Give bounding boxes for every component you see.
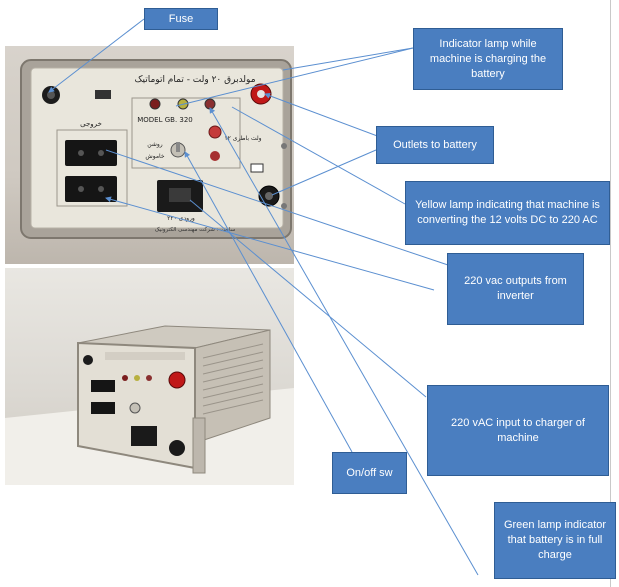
inner-frame [131, 97, 241, 169]
line-green-lamp [209, 107, 479, 576]
line-yellow-lamp [231, 106, 406, 205]
angle-socket-2 [91, 402, 115, 414]
callout-onoff-text: On/off sw [346, 466, 393, 479]
angle-red-terminal [168, 371, 186, 389]
warning-badge [208, 125, 222, 139]
output-socket-1 [65, 140, 117, 166]
model-text: MODEL GB. 320 [137, 116, 193, 124]
outputs-label: خروجی [80, 120, 102, 128]
callout-fuse-text: Fuse [168, 12, 194, 25]
callout-fuse: Fuse [144, 8, 218, 30]
line-indicator-2 [175, 47, 414, 107]
line-input [189, 199, 427, 398]
outputs-frame [56, 129, 128, 207]
minus-marker [250, 163, 264, 173]
device-angle-illustration [5, 325, 294, 485]
vent-slots [202, 343, 264, 415]
line-outputs-2 [105, 196, 435, 291]
angle-black-terminal [169, 440, 185, 456]
angle-input-socket [131, 426, 157, 446]
callout-220-input-text: 220 vAC input to charger of machine [451, 416, 585, 444]
callout-yellow-lamp: Yellow lamp indicating that machine is c… [405, 181, 610, 245]
toggle-lever [176, 142, 180, 152]
page-edge-line [610, 0, 611, 587]
small-red-lamp [210, 151, 220, 161]
device-angle-photo [5, 268, 294, 485]
on-label: روشن [147, 141, 162, 148]
charge-switch [95, 90, 111, 99]
line-outlets-black [271, 149, 377, 196]
line-indicator-1 [282, 47, 414, 71]
line-onoff [184, 151, 353, 453]
device-front-photo: مولدبرق ۲۰ ولت - تمام اتوماتیک MODEL GB.… [5, 46, 294, 264]
callout-indicator-lamp: Indicator lamp while machine is charging… [413, 28, 563, 90]
callout-yellow-lamp-text: Yellow lamp indicating that machine is c… [415, 199, 600, 226]
off-label: خاموش [145, 153, 164, 160]
callout-onoff: On/off sw [332, 452, 407, 494]
angle-fuse [83, 355, 93, 365]
callout-220-input: 220 vAC input to charger of machine [427, 385, 609, 476]
callout-220-outputs-text: 220 vac outputs from inverter [464, 275, 567, 302]
callout-outlets-battery: Outlets to battery [376, 126, 494, 164]
charging-lamp [149, 98, 161, 110]
callout-outlets-battery-text: Outlets to battery [393, 138, 477, 151]
line-fuse [48, 18, 145, 93]
mount-bracket [192, 417, 206, 474]
angle-toggle [129, 402, 141, 414]
callout-indicator-lamp-text: Indicator lamp while machine is charging… [429, 37, 547, 80]
line-outlets-red [264, 92, 381, 138]
angle-socket-1 [91, 380, 115, 392]
callout-green-lamp: Green lamp indicator that battery is in … [494, 502, 616, 579]
input-label: ورودی ۲۲۰ [167, 215, 195, 222]
angle-title-strip [105, 352, 185, 360]
callout-220-outputs: 220 vac outputs from inverter [447, 253, 584, 325]
volts-label: ۱۲ ولت باطری [224, 135, 261, 142]
device-front-illustration: مولدبرق ۲۰ ولت - تمام اتوماتیک MODEL GB.… [20, 59, 292, 239]
panel-title-text: مولدبرق ۲۰ ولت - تمام اتوماتیک [134, 75, 255, 85]
output-socket-2 [65, 176, 117, 202]
maker-label: ساخت : شرکت مهندسی الکترونیک [155, 226, 236, 233]
callout-green-lamp-text: Green lamp indicator that battery is in … [503, 519, 607, 561]
line-outputs-1 [105, 149, 449, 266]
